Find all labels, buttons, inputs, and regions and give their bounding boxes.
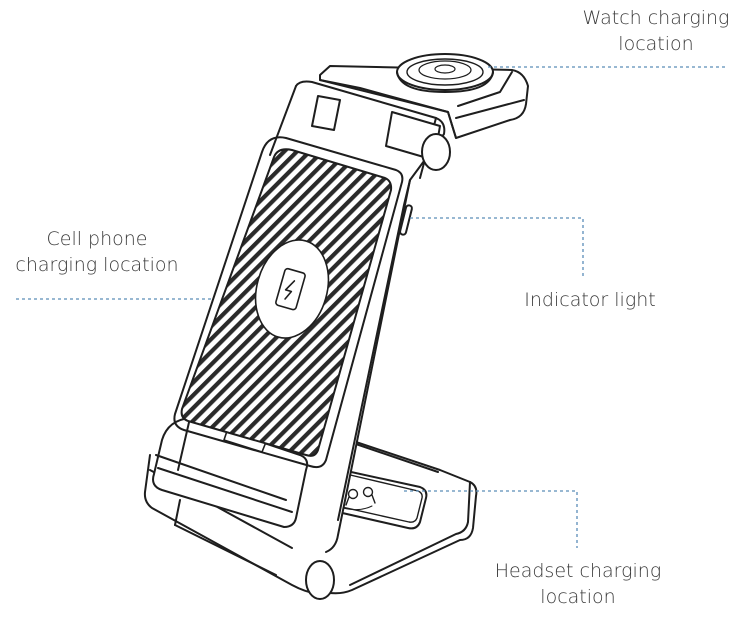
watch-callout-line2: location bbox=[618, 33, 694, 55]
phone-callout-line2: charging location bbox=[15, 254, 179, 276]
earbuds-icon bbox=[342, 486, 376, 511]
phone-charging-icon bbox=[275, 267, 306, 311]
phone-callout-line1: Cell phone bbox=[46, 228, 148, 250]
headset-callout-line2: location bbox=[540, 586, 616, 608]
watch-charging-callout: Watch charging location bbox=[566, 5, 746, 57]
leader-line-headset bbox=[404, 490, 578, 548]
headset-callout-line1: Headset charging bbox=[494, 560, 662, 582]
watch-charging-platform bbox=[319, 53, 529, 139]
indicator-callout-line1: Indicator light bbox=[524, 289, 656, 311]
watch-callout-line1: Watch charging bbox=[582, 7, 730, 29]
indicator-light-callout: Indicator light bbox=[510, 287, 670, 313]
headset-charging-callout: Headset charging location bbox=[478, 558, 678, 610]
lower-hinge bbox=[305, 560, 335, 600]
watch-puck-icon bbox=[396, 53, 494, 93]
upper-hinge bbox=[311, 95, 451, 171]
leader-line-indicator bbox=[410, 217, 584, 276]
indicator-light bbox=[399, 204, 413, 236]
phone-charging-callout: Cell phone charging location bbox=[12, 226, 182, 278]
phone-charging-pad bbox=[173, 136, 404, 469]
